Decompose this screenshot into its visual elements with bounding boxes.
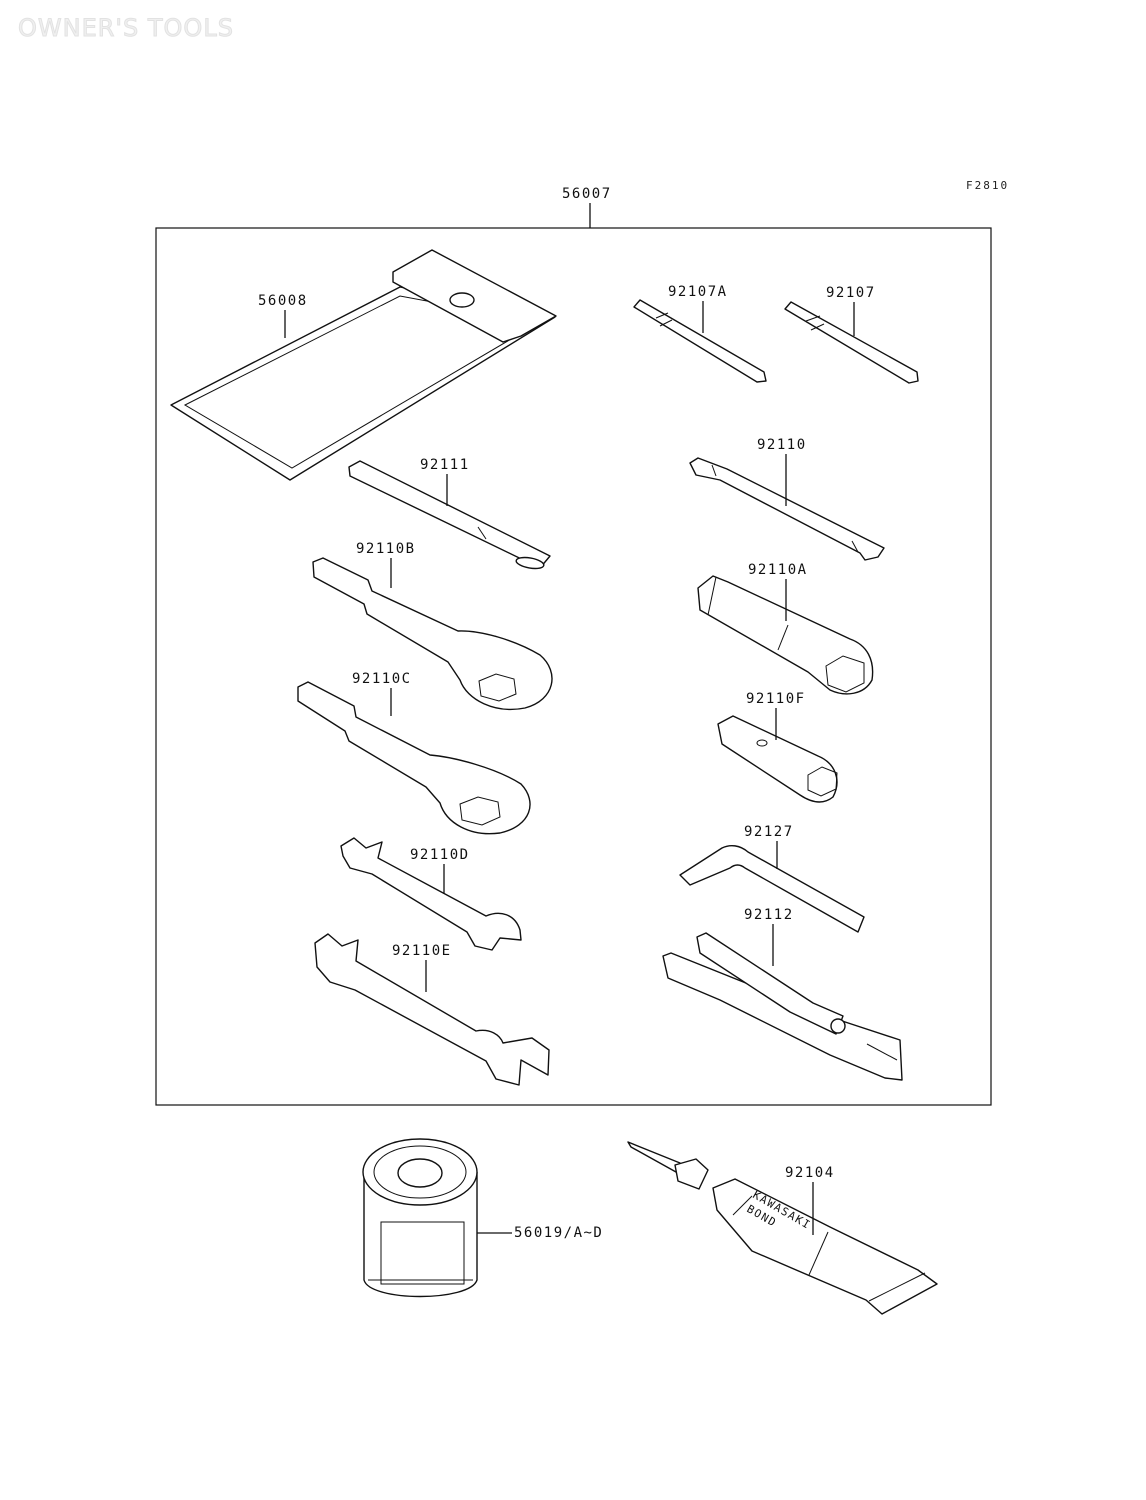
tool-kit-box <box>155 227 992 1106</box>
label-92107: 92107 <box>826 285 876 301</box>
screwdriver-92107 <box>784 301 919 384</box>
label-92110a: 92110A <box>748 562 808 578</box>
open-end-wrench-92110e <box>314 933 550 1086</box>
label-56008: 56008 <box>258 293 308 309</box>
label-92127: 92127 <box>744 824 794 840</box>
label-92107a: 92107A <box>668 284 728 300</box>
label-92111: 92111 <box>420 457 470 473</box>
plug-wrench-92110a <box>697 575 874 695</box>
label-56007: 56007 <box>562 186 612 202</box>
label-92110d: 92110D <box>410 847 470 863</box>
figure-code: F2810 <box>966 179 1010 192</box>
label-92110b: 92110B <box>356 541 416 557</box>
plug-wrench-92110f <box>717 715 838 803</box>
label-56019: 56019/A~D <box>514 1225 603 1241</box>
label-92110f: 92110F <box>746 691 806 707</box>
label-92110c: 92110C <box>352 671 412 687</box>
oil-filter-56019 <box>362 1138 478 1298</box>
bond-tube-92104: KAWASAKI BOND <box>627 1141 938 1315</box>
page-title: OWNER'S TOOLS <box>18 14 234 43</box>
hex-key-92127 <box>679 844 865 933</box>
tool-bag <box>170 249 557 481</box>
wrench-handle-92110 <box>689 457 885 561</box>
label-92104: 92104 <box>785 1165 835 1181</box>
label-92110: 92110 <box>757 437 807 453</box>
extension-bar-92111 <box>348 460 551 570</box>
label-92110e: 92110E <box>392 943 452 959</box>
label-92112: 92112 <box>744 907 794 923</box>
screwdriver-92107a <box>633 299 767 383</box>
ring-wrench-92110c <box>297 681 531 835</box>
pliers-92112 <box>662 932 903 1081</box>
open-end-wrench-92110d <box>340 837 522 951</box>
ring-wrench-92110b <box>312 557 553 711</box>
